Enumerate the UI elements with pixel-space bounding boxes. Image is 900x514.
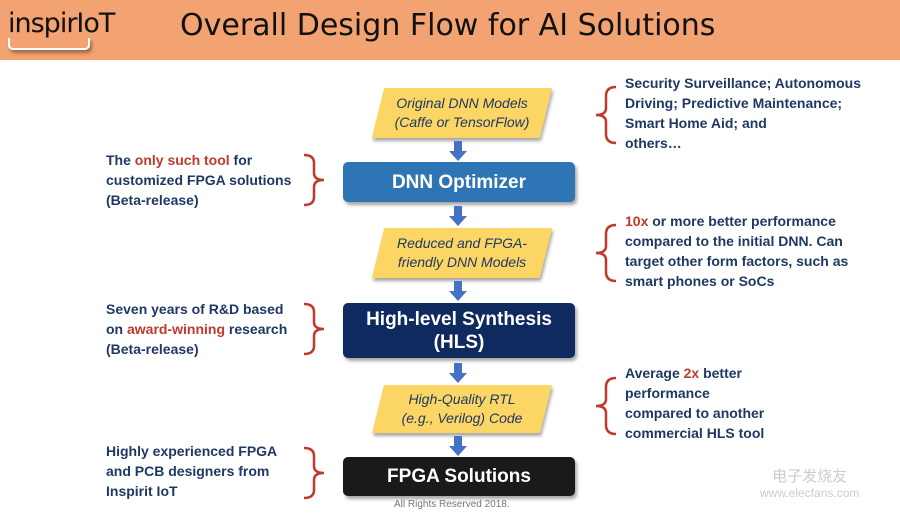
hls-note: Seven years of R&D based on award-winnin… — [106, 301, 288, 357]
brace-icon — [595, 376, 617, 436]
dnn-optimizer-node: DNN Optimizer — [343, 162, 575, 202]
brace-icon — [303, 302, 325, 356]
arrow-down-icon — [449, 206, 467, 226]
fpga-solutions-node: FPGA Solutions — [343, 457, 575, 496]
optimizer-note: The only such tool for customized FPGA s… — [106, 152, 292, 208]
label: FPGA Solutions — [387, 466, 531, 487]
label: (Caffe or TensorFlow) — [394, 114, 530, 130]
brace-icon — [595, 85, 617, 145]
label: High-level Synthesis — [366, 308, 552, 330]
logo-text: inspirIoT — [8, 8, 115, 39]
highlight: award-winning — [127, 321, 225, 337]
arrow-down-icon — [449, 281, 467, 301]
label: High-Quality RTL — [408, 391, 516, 407]
label: Reduced and FPGA- — [397, 235, 527, 251]
hls-node: High-level Synthesis(HLS) — [343, 303, 575, 358]
header-bar: inspirIoT Overall Design Flow for AI Sol… — [0, 0, 900, 60]
slide-title: Overall Design Flow for AI Solutions — [180, 8, 716, 43]
footer-copyright: All Rights Reserved 2018. — [394, 499, 510, 510]
rtl-node: High-Quality RTL (e.g., Verilog) Code — [378, 385, 546, 433]
brace-icon — [595, 223, 617, 283]
label: (HLS) — [433, 331, 485, 353]
arrow-down-icon — [449, 141, 467, 161]
label: (e.g., Verilog) Code — [401, 410, 523, 426]
highlight: 2x — [683, 365, 700, 381]
brace-icon — [303, 446, 325, 500]
highlight: only such tool — [134, 152, 230, 168]
reduced-note: 10x or more better performance compared … — [625, 213, 849, 289]
models-node: Original DNN Models (Caffe or TensorFlow) — [378, 88, 546, 138]
label: DNN Optimizer — [391, 171, 527, 193]
reduced-node: Reduced and FPGA-friendly DNN Models — [378, 228, 546, 278]
arrow-down-icon — [449, 363, 467, 383]
brace-icon — [303, 153, 325, 207]
arrow-down-icon — [449, 436, 467, 456]
logo: inspirIoT — [8, 8, 115, 50]
label: Original DNN Models — [396, 95, 528, 111]
label: friendly DNN Models — [397, 254, 527, 270]
highlight: 10x — [625, 213, 649, 229]
